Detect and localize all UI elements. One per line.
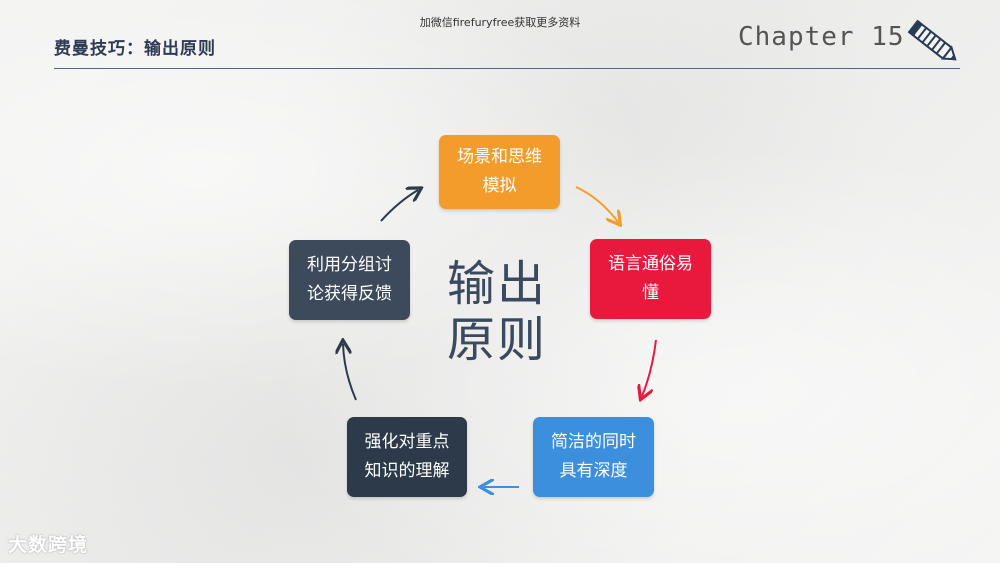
node-label-line1: 语言通俗易 — [608, 254, 693, 274]
node-reinforce-understanding: 强化对重点 知识的理解 — [347, 417, 467, 497]
node-concise-depth: 简洁的同时 具有深度 — [533, 417, 654, 497]
node-label-line1: 利用分组讨 — [307, 255, 392, 275]
arrow-icon — [575, 186, 618, 222]
arrow-icon — [642, 339, 657, 396]
node-scene-simulation: 场景和思维 模拟 — [439, 135, 560, 209]
node-label-line1: 简洁的同时 — [551, 432, 636, 452]
watermark-text: 加微信firefuryfree获取更多资料 — [419, 16, 581, 29]
pencil-icon — [907, 19, 957, 61]
center-title: 输出 原则 — [447, 256, 557, 368]
node-label-line1: 强化对重点 — [364, 432, 450, 452]
node-label-line2: 论获得反馈 — [307, 284, 392, 304]
header-divider — [54, 68, 960, 69]
arrow-icon — [380, 190, 418, 222]
center-title-line2: 原则 — [447, 312, 548, 368]
node-group-feedback: 利用分组讨 论获得反馈 — [289, 240, 410, 320]
node-label-line2: 具有深度 — [559, 461, 628, 481]
logo-text: 大数跨境 — [8, 534, 89, 556]
page-title: 费曼技巧：输出原则 — [54, 39, 216, 59]
node-label-line2: 懂 — [642, 283, 659, 303]
node-plain-language: 语言通俗易 懂 — [590, 239, 711, 319]
chapter-label: Chapter 15 — [738, 22, 905, 52]
node-label-line1: 场景和思维 — [457, 147, 542, 167]
node-label-line2: 知识的理解 — [364, 461, 450, 481]
center-title-line1: 输出 — [447, 256, 548, 312]
brand-logo: 大数跨境 — [8, 530, 88, 557]
node-label-line2: 模拟 — [482, 176, 517, 196]
arrow-icon — [343, 344, 357, 401]
